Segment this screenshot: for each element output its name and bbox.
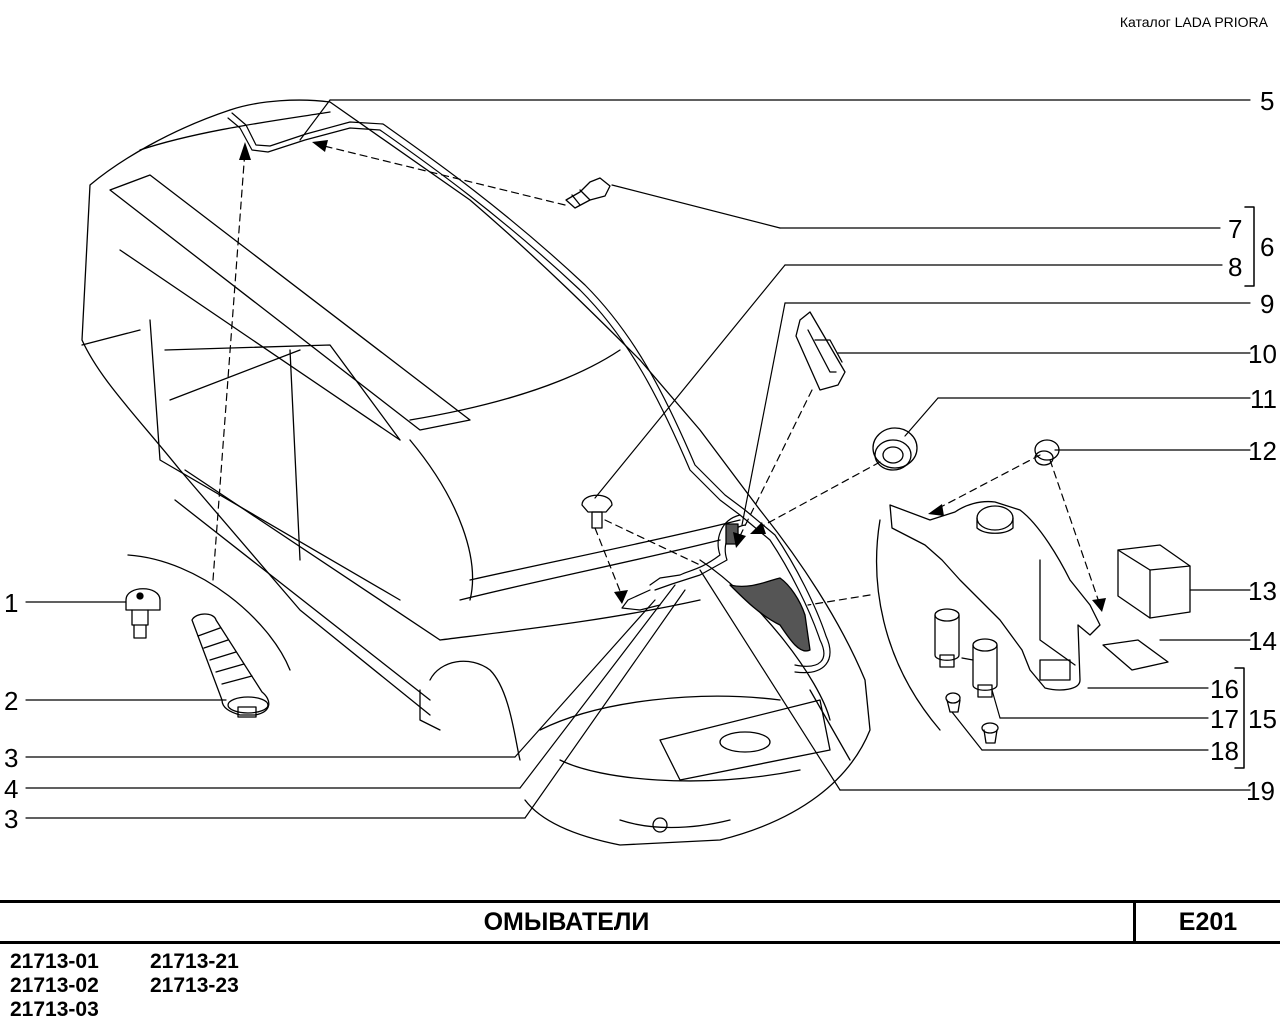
- callout-6: 6: [1260, 232, 1274, 262]
- callout-19: 19: [1246, 776, 1275, 806]
- model-code: 21713-21: [150, 950, 239, 973]
- callout-17: 17: [1210, 704, 1239, 734]
- part-17-pump-1: [934, 608, 960, 668]
- catalog-header: Каталог LADA PRIORA: [1119, 14, 1268, 30]
- model-column-1: 21713-01 21713-02 21713-03: [10, 950, 99, 1022]
- model-code: 21713-03: [10, 998, 99, 1021]
- engine-hatched-area: [729, 577, 811, 652]
- detail-arc-left: [127, 554, 291, 671]
- parts-diagram: 1 2 3 4 3 5 7 8 9 10 11 12 13 14 16 17 1…: [4, 86, 1277, 846]
- callout-3a: 3: [4, 743, 18, 773]
- part-14-pad: [1102, 639, 1169, 671]
- part-18-grommet: [945, 692, 999, 744]
- part-9-nozzle: [581, 494, 613, 529]
- callout-18: 18: [1210, 736, 1239, 766]
- part-11-grommet: [872, 427, 918, 471]
- part-13-box: [1117, 544, 1191, 619]
- callout-8: 8: [1228, 252, 1242, 282]
- callout-14: 14: [1248, 626, 1277, 656]
- model-code: 21713-01: [10, 950, 99, 973]
- callout-1: 1: [4, 588, 18, 618]
- callout-16: 16: [1210, 674, 1239, 704]
- group-brackets: [1234, 206, 1255, 769]
- part-10-bracket: [795, 311, 846, 391]
- callout-13: 13: [1248, 576, 1277, 606]
- part-1-nozzle: [125, 588, 161, 639]
- part-12-plug: [1034, 439, 1060, 466]
- model-code: 21713-02: [10, 974, 99, 997]
- part-17-pump-2: [961, 638, 998, 698]
- callout-9: 9: [1260, 289, 1274, 319]
- arrowheads: [239, 140, 1106, 612]
- part-7-connector: [565, 177, 611, 209]
- model-column-2: 21713-21 21713-23: [150, 950, 239, 998]
- callout-7: 7: [1228, 214, 1242, 244]
- callout-10: 10: [1248, 339, 1277, 369]
- callout-12: 12: [1248, 436, 1277, 466]
- part-2-boot: [191, 613, 270, 718]
- leader-lines: [25, 99, 1251, 819]
- callout-11: 11: [1250, 384, 1277, 414]
- callout-2: 2: [4, 686, 18, 716]
- model-code: 21713-23: [150, 974, 239, 997]
- page-title: ОМЫВАТЕЛИ: [483, 908, 650, 936]
- callout-15: 15: [1248, 704, 1277, 734]
- page-code: E201: [1133, 903, 1280, 941]
- callout-5: 5: [1260, 86, 1274, 116]
- detail-arc-right: [876, 519, 941, 731]
- assembly-dashed-lines: [212, 144, 1101, 606]
- callout-3b: 3: [4, 804, 18, 834]
- part-16-reservoir: [889, 500, 1101, 691]
- callout-4: 4: [4, 774, 18, 804]
- title-bar: ОМЫВАТЕЛИ E201: [0, 900, 1280, 944]
